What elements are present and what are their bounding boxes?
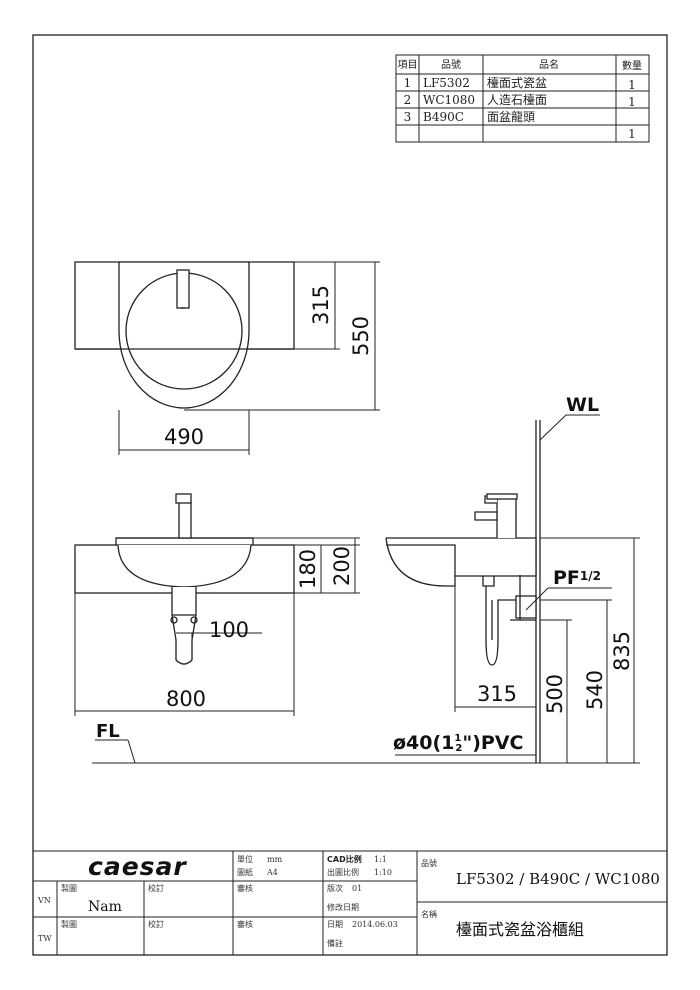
note-label: 備註 <box>327 938 343 948</box>
product-code: LF5302 / B490C / WC1080 <box>456 870 660 888</box>
parts-row-item: 1 <box>404 76 412 90</box>
dim-200: 200 <box>330 546 354 586</box>
parts-header-qty: 數量 <box>622 59 642 72</box>
pvc-prefix: ø40(1 <box>393 732 454 754</box>
version-value: 01 <box>352 884 362 893</box>
name-label: 名稱 <box>421 909 437 919</box>
parts-header-item: 項目 <box>398 59 418 71</box>
parts-table <box>395 54 650 143</box>
pf-main: PF <box>553 567 580 589</box>
dim-315-side: 315 <box>477 682 517 706</box>
parts-header-name: 品名 <box>539 58 559 71</box>
draw2-label: 製圖 <box>61 919 77 929</box>
dim-490: 490 <box>164 425 204 449</box>
revdate-label: 修改日期 <box>327 902 359 912</box>
draw-label: 製圖 <box>61 883 77 893</box>
dim-180: 180 <box>296 549 320 589</box>
check2-label: 校訂 <box>148 919 164 929</box>
product-name: 檯面式瓷盆浴櫃組 <box>456 920 584 939</box>
parts-row-qty: 1 <box>628 78 636 92</box>
print-label: 出圖比例 <box>327 867 359 877</box>
pf-label: PF1/2 <box>553 567 601 589</box>
review-label: 審核 <box>237 883 253 893</box>
draw-value: Nam <box>88 899 122 915</box>
parts-row-name: 檯面式瓷盆 <box>487 76 547 90</box>
pvc-suffix: ")PVC <box>462 732 523 754</box>
sheet-label: 圖紙 <box>237 867 253 877</box>
pvc-den: 2 <box>455 743 462 754</box>
vn-label: VN <box>37 896 51 905</box>
floor-line-label: FL <box>96 721 120 742</box>
check-label: 校訂 <box>148 883 164 893</box>
cad-label: CAD比例 <box>327 854 362 864</box>
review2-label: 審核 <box>237 919 253 929</box>
dim-500: 500 <box>543 674 567 714</box>
tw-label: TW <box>38 934 52 943</box>
sheet-border <box>32 34 668 956</box>
pf-sub: 1/2 <box>580 569 601 583</box>
side-view <box>385 420 541 763</box>
unit-value: mm <box>267 855 283 864</box>
parts-row-code: B490C <box>423 110 464 124</box>
caesar-logo: caesar <box>88 852 187 881</box>
title-block <box>33 850 667 955</box>
date-value: 2014.06.03 <box>352 920 398 929</box>
cad-value: 1:1 <box>374 855 387 864</box>
parts-row-item: 2 <box>404 93 412 107</box>
dim-835: 835 <box>610 631 634 671</box>
dim-315-top: 315 <box>309 285 333 325</box>
date-label: 日期 <box>327 920 343 929</box>
front-view <box>74 493 295 665</box>
pvc-num: 1 <box>454 733 461 744</box>
dim-100: 100 <box>209 618 249 642</box>
water-line-label: WL <box>566 394 599 416</box>
parts-row-name: 人造石檯面 <box>487 93 547 107</box>
top-view <box>74 261 295 409</box>
parts-row-code: LF5302 <box>423 76 470 90</box>
unit-label: 單位 <box>237 854 253 864</box>
dim-800: 800 <box>166 687 206 711</box>
parts-header-code: 品號 <box>441 58 461 71</box>
code-label: 品號 <box>421 858 437 868</box>
parts-row-item: 3 <box>404 110 412 124</box>
parts-row-qty: 1 <box>628 127 636 141</box>
dim-550: 550 <box>349 316 373 356</box>
print-value: 1:10 <box>374 868 392 877</box>
parts-row-name: 面盆龍頭 <box>487 109 535 124</box>
version-label: 版次 <box>327 883 343 893</box>
parts-row-code: WC1080 <box>423 93 475 107</box>
sheet-value: A4 <box>266 868 278 877</box>
dim-540: 540 <box>583 670 607 710</box>
parts-row-qty: 1 <box>628 95 636 109</box>
